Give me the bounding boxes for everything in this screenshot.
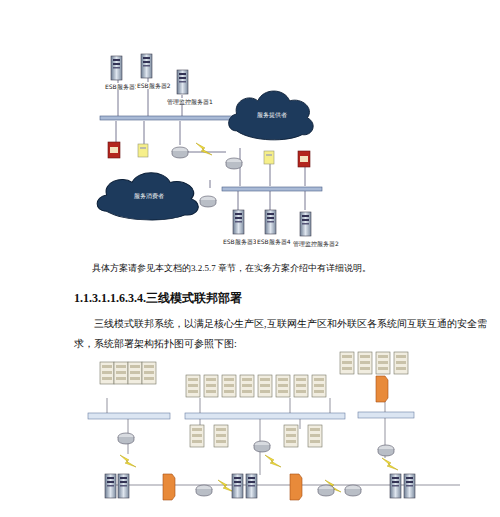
node-text: ESB服务器4	[256, 238, 292, 245]
node-text: 管理监控服务器2	[292, 240, 340, 247]
body-paragraph: 具体方案请参见本文档的3.2.5.7 章节，在实务方案介绍中有详细说明。	[92, 262, 492, 274]
node-text: 管理监控服务器1	[166, 98, 214, 105]
section-heading: 1.1.3.1.1.6.3.4.三线模式联邦部署	[74, 291, 494, 305]
node-text: 服务消费者	[133, 192, 165, 199]
server-caption: 管理监控服务器2	[292, 240, 340, 247]
network-cloud: 服务提供者	[226, 84, 318, 144]
network-cloud: 服务消费者	[94, 166, 204, 224]
server-caption: 管理监控服务器1	[166, 98, 214, 105]
body-paragraph: 三线模式联邦系统，以满足核心生产区,互联网生产区和外联区各系统间互联互通的安全需…	[74, 314, 490, 354]
server-caption: ESB服务器4	[256, 238, 292, 245]
server-caption: ESB服务器1	[104, 83, 140, 90]
server-caption: ESB服务器2	[136, 82, 172, 89]
node-text: 服务提供者	[256, 111, 288, 118]
node-text: ESB服务器2	[136, 82, 172, 89]
node-text: ESB服务器1	[104, 83, 140, 90]
server-caption: ESB服务器3	[222, 238, 258, 245]
node-text: ESB服务器3	[222, 238, 258, 245]
